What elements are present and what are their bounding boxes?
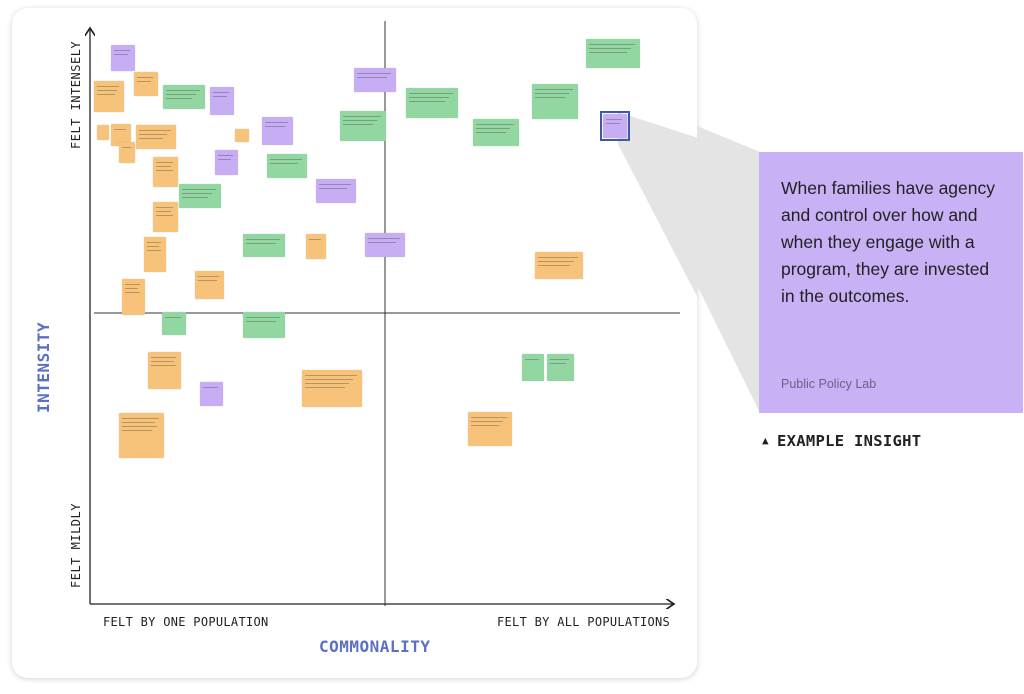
sticky-note-green[interactable]	[340, 111, 386, 141]
sticky-note-purple[interactable]	[354, 68, 396, 92]
sticky-note-purple[interactable]	[200, 382, 223, 406]
sticky-note-orange[interactable]	[94, 81, 124, 112]
highlighted-note-frame	[600, 111, 630, 141]
sticky-note-orange[interactable]	[136, 125, 176, 149]
affinity-board: FELT INTENSELY FELT MILDLY INTENSITY FEL…	[12, 8, 697, 678]
sticky-note-purple[interactable]	[111, 45, 135, 71]
sticky-note-orange[interactable]	[122, 279, 145, 315]
sticky-note-orange[interactable]	[195, 271, 224, 299]
x-axis-title: COMMONALITY	[319, 637, 431, 656]
insight-source: Public Policy Lab	[781, 377, 877, 391]
sticky-note-orange[interactable]	[134, 72, 158, 96]
sticky-note-orange[interactable]	[235, 129, 249, 142]
sticky-note-green[interactable]	[267, 154, 307, 178]
insight-card: When families have agency and control ov…	[759, 152, 1023, 413]
sticky-note-purple[interactable]	[262, 117, 293, 145]
sticky-note-green[interactable]	[586, 39, 640, 68]
sticky-note-orange[interactable]	[153, 157, 178, 187]
example-insight-caption: ▲ EXAMPLE INSIGHT	[762, 432, 921, 450]
sticky-note-orange[interactable]	[468, 412, 512, 446]
sticky-note-green[interactable]	[522, 354, 544, 381]
sticky-note-orange[interactable]	[144, 237, 166, 272]
sticky-note-green[interactable]	[179, 184, 221, 208]
sticky-note-orange[interactable]	[119, 413, 164, 458]
sticky-note-purple[interactable]	[316, 179, 356, 203]
example-insight-label: EXAMPLE INSIGHT	[776, 432, 922, 450]
sticky-note-green[interactable]	[243, 234, 285, 257]
sticky-note-orange[interactable]	[148, 352, 181, 389]
insight-text: When families have agency and control ov…	[781, 178, 995, 306]
sticky-note-purple[interactable]	[210, 87, 234, 115]
sticky-note-orange[interactable]	[153, 202, 178, 232]
callout-connector	[618, 112, 697, 297]
x-axis-left-label: FELT BY ONE POPULATION	[103, 615, 269, 629]
triangle-up-icon: ▲	[762, 434, 769, 447]
sticky-note-green[interactable]	[243, 312, 285, 338]
sticky-note-orange[interactable]	[302, 370, 362, 407]
sticky-note-orange[interactable]	[111, 124, 131, 146]
sticky-note-green[interactable]	[547, 354, 574, 381]
sticky-note-green[interactable]	[162, 312, 186, 335]
sticky-note-orange[interactable]	[535, 252, 583, 279]
sticky-note-orange[interactable]	[119, 142, 135, 163]
sticky-note-green[interactable]	[163, 85, 205, 109]
sticky-note-purple[interactable]	[365, 233, 405, 257]
sticky-note-orange[interactable]	[97, 125, 109, 140]
sticky-note-purple[interactable]	[603, 114, 627, 138]
sticky-note-green[interactable]	[406, 88, 458, 118]
x-axis-right-label: FELT BY ALL POPULATIONS	[497, 615, 671, 629]
sticky-note-purple[interactable]	[215, 150, 238, 175]
sticky-note-orange[interactable]	[306, 234, 326, 259]
sticky-note-green[interactable]	[532, 84, 578, 119]
sticky-note-green[interactable]	[473, 119, 519, 146]
